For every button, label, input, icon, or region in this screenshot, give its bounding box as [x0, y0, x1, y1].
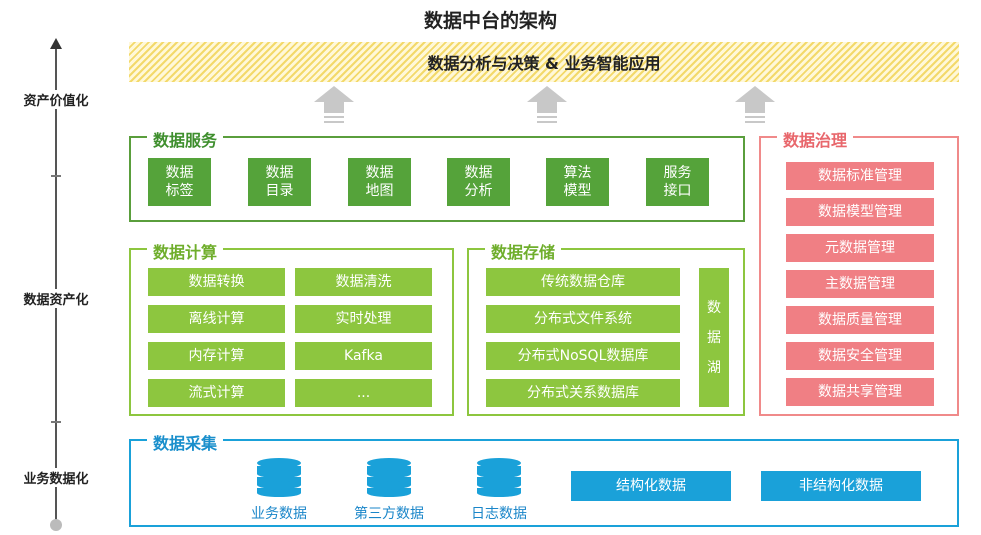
source-label: 第三方数据 [354, 506, 424, 522]
database-icon [477, 458, 521, 497]
data-collection-section: 数据采集 业务数据 第三方数据 日志数据 结构化数据 非结构化数据 [129, 430, 959, 527]
storage-item: 分布式NoSQL数据库 [486, 342, 680, 370]
data-services-section: 数据服务 数据标签 数据目录 数据地图 数据分析 算法模型 服务接口 [129, 127, 745, 222]
axis-tick [51, 175, 61, 177]
axis-origin-dot [50, 519, 62, 531]
service-tile: 数据目录 [248, 158, 311, 206]
data-lake-tile: 数据湖 [699, 268, 729, 407]
storage-item: 传统数据仓库 [486, 268, 680, 296]
compute-item: ... [295, 379, 432, 407]
structured-data-tile: 结构化数据 [571, 471, 731, 501]
compute-item: Kafka [295, 342, 432, 370]
source-label: 业务数据 [251, 506, 307, 522]
database-icon [257, 458, 301, 497]
service-tile: 数据地图 [348, 158, 411, 206]
compute-item: 数据转换 [148, 268, 285, 296]
compute-item: 内存计算 [148, 342, 285, 370]
data-collection-title: 数据采集 [147, 430, 224, 454]
data-storage-section: 数据存储 传统数据仓库 分布式文件系统 分布式NoSQL数据库 分布式关系数据库… [467, 239, 745, 416]
database-icon [367, 458, 411, 497]
source-label: 日志数据 [471, 506, 527, 522]
compute-item: 流式计算 [148, 379, 285, 407]
up-arrow-icon [735, 86, 775, 130]
application-banner: 数据分析与决策 & 业务智能应用 [129, 42, 959, 82]
service-tile: 数据分析 [447, 158, 510, 206]
service-tile: 服务接口 [646, 158, 709, 206]
axis-label-asset-value: 资产价值化 [0, 90, 112, 109]
value-axis-line [55, 48, 57, 526]
compute-item: 实时处理 [295, 305, 432, 333]
data-storage-title: 数据存储 [485, 239, 562, 263]
compute-item: 数据清洗 [295, 268, 432, 296]
unstructured-data-tile: 非结构化数据 [761, 471, 921, 501]
governance-item: 数据标准管理 [786, 162, 934, 190]
data-governance-title: 数据治理 [777, 127, 854, 151]
data-governance-section: 数据治理 数据标准管理 数据模型管理 元数据管理 主数据管理 数据质量管理 数据… [759, 127, 959, 416]
governance-item: 主数据管理 [786, 270, 934, 298]
governance-item: 数据质量管理 [786, 306, 934, 334]
storage-item: 分布式文件系统 [486, 305, 680, 333]
compute-item: 离线计算 [148, 305, 285, 333]
governance-item: 数据安全管理 [786, 342, 934, 370]
data-compute-section: 数据计算 数据转换 数据清洗 离线计算 实时处理 内存计算 Kafka 流式计算… [129, 239, 454, 416]
service-tile: 数据标签 [148, 158, 211, 206]
axis-label-data-asset: 数据资产化 [0, 289, 112, 308]
data-compute-title: 数据计算 [147, 239, 224, 263]
up-arrow-icon [527, 86, 567, 130]
governance-item: 数据共享管理 [786, 378, 934, 406]
axis-arrow-up-icon [50, 38, 62, 49]
axis-label-business-data: 业务数据化 [0, 468, 112, 487]
up-arrow-icon [314, 86, 354, 130]
axis-tick [51, 421, 61, 423]
governance-item: 元数据管理 [786, 234, 934, 262]
governance-item: 数据模型管理 [786, 198, 934, 226]
page-title: 数据中台的架构 [423, 10, 557, 32]
data-services-title: 数据服务 [147, 127, 224, 151]
service-tile: 算法模型 [546, 158, 609, 206]
storage-item: 分布式关系数据库 [486, 379, 680, 407]
